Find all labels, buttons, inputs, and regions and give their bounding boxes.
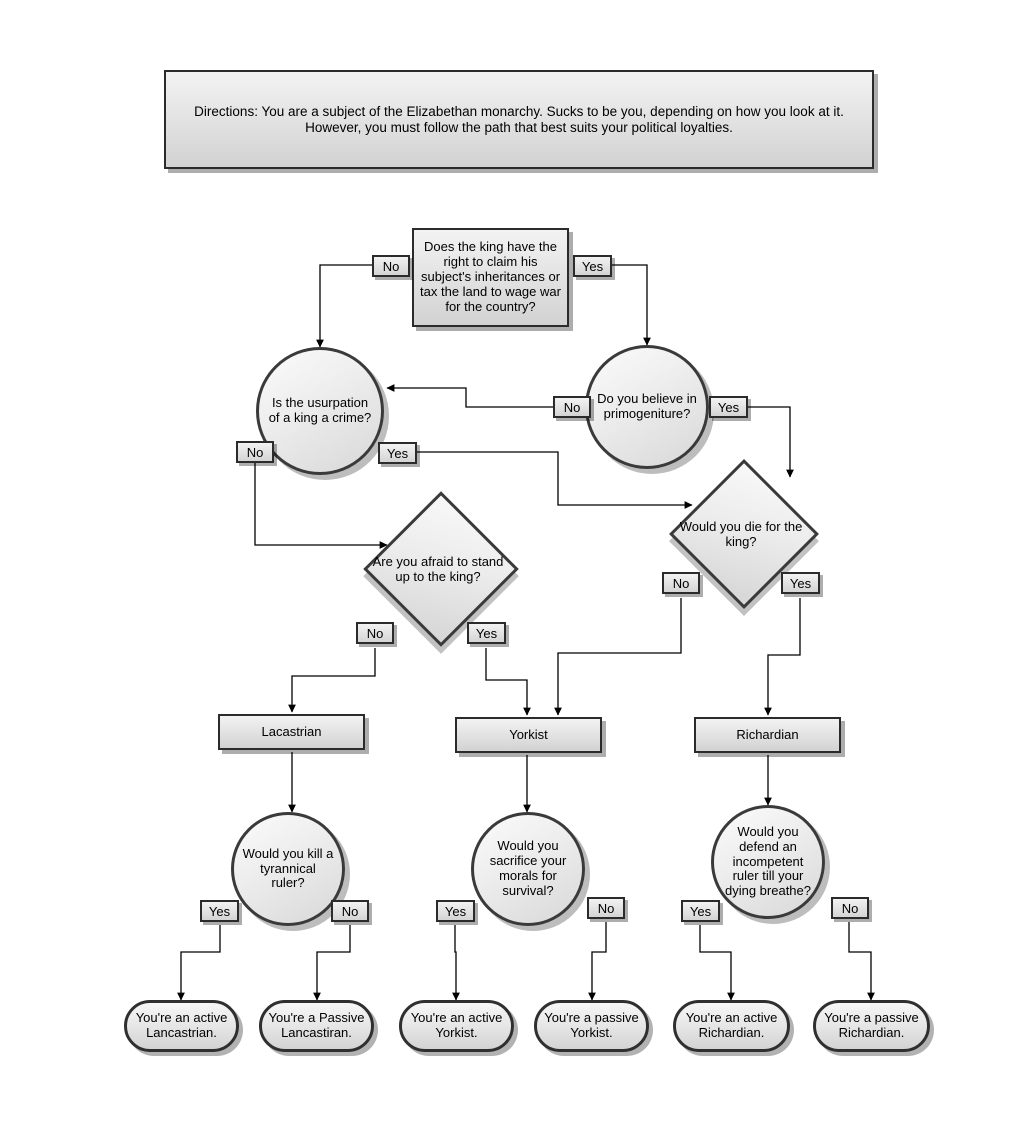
edge-label-q5-no: No — [662, 572, 700, 594]
edge-label-q2-yes-text: Yes — [386, 445, 409, 461]
edge-label-q1-yes: Yes — [573, 255, 612, 277]
edge-label-q1-no: No — [372, 255, 410, 277]
node-q1-king-rights: Does the king have the right to claim hi… — [412, 228, 569, 327]
node-terminator-passive-yorkist: You're a passive Yorkist. — [534, 1000, 649, 1052]
edge-label-q7-no-text: No — [597, 900, 615, 916]
node-q3-primogeniture: Do you believe in primogeniture? — [585, 345, 709, 469]
node-terminator-passive-yorkist-label: You're a passive Yorkist. — [544, 1010, 639, 1040]
node-q8-label: Would you defend an incompetent ruler ti… — [724, 823, 811, 899]
edge-label-q2-no-text: No — [246, 444, 264, 460]
edge-label-q3-no: No — [553, 396, 591, 418]
edge-label-q3-yes: Yes — [709, 396, 748, 418]
node-terminator-active-lancastrian-label: You're an active Lancastrian. — [135, 1010, 228, 1040]
edge-label-q2-yes: Yes — [378, 442, 417, 464]
edge-label-q3-yes-text: Yes — [717, 399, 740, 415]
edge-q8-no — [848, 922, 875, 1001]
edge-q7-yes — [452, 925, 460, 1001]
node-terminator-passive-richardian-label: You're a passive Richardian. — [824, 1010, 919, 1040]
edge-q1-yes — [612, 264, 651, 346]
node-q5-label: Would you die for the king? — [679, 519, 803, 550]
directions-text: Directions: You are a subject of the Eli… — [194, 103, 844, 135]
node-q3-label: Do you believe in primogeniture? — [597, 391, 697, 421]
edge-q5-yes — [764, 598, 801, 716]
edge-label-q4-yes-text: Yes — [475, 625, 498, 641]
edge-label-q6-no: No — [331, 900, 369, 922]
edge-label-q6-yes: Yes — [200, 900, 239, 922]
edge-q5-no — [554, 598, 682, 716]
edge-label-q5-yes-text: Yes — [789, 575, 812, 591]
edge-q8-yes — [699, 925, 735, 1001]
node-q2-label: Is the usurpation of a king a crime? — [268, 395, 372, 425]
edge-q3-no — [386, 384, 553, 408]
edge-label-q8-no-text: No — [841, 900, 859, 916]
node-q7-sacrifice-morals: Would you sacrifice your morals for surv… — [471, 812, 585, 926]
edge-q6-no — [313, 925, 351, 1001]
node-terminator-passive-lancastrian: You're a Passive Lancastiran. — [259, 1000, 374, 1052]
node-q1-label: Does the king have the right to claim hi… — [420, 239, 561, 314]
edge-q7-no — [588, 922, 607, 1001]
edge-label-q3-no-text: No — [563, 399, 581, 415]
edge-label-q1-no-text: No — [382, 258, 400, 274]
node-q6-label: Would you kill a tyrannical ruler? — [242, 845, 334, 891]
edge-label-q7-yes-text: Yes — [444, 903, 467, 919]
node-result-richardian-label: Richardian — [736, 726, 799, 742]
edge-q6-yes — [177, 925, 221, 1001]
edge-label-q7-no: No — [587, 897, 625, 919]
edge-label-q7-yes: Yes — [436, 900, 475, 922]
edge-label-q8-no: No — [831, 897, 869, 919]
edge-q1-no — [316, 264, 372, 348]
edge-label-q5-yes: Yes — [781, 572, 820, 594]
node-q8-defend-ruler: Would you defend an incompetent ruler ti… — [711, 805, 825, 919]
node-result-yorkist-label: Yorkist — [509, 726, 548, 742]
edge-label-q4-no: No — [356, 622, 394, 644]
edge-label-q6-no-text: No — [341, 903, 359, 919]
node-q6-kill-tyrant: Would you kill a tyrannical ruler? — [231, 812, 345, 926]
edge-label-q6-yes-text: Yes — [208, 903, 231, 919]
node-terminator-passive-richardian: You're a passive Richardian. — [813, 1000, 930, 1052]
directions-box: Directions: You are a subject of the Eli… — [164, 70, 874, 169]
node-q7-label: Would you sacrifice your morals for surv… — [489, 838, 567, 898]
node-terminator-active-richardian-label: You're an active Richardian. — [685, 1010, 778, 1040]
node-q5-die-for-king: Would you die for the king? — [669, 459, 819, 609]
node-terminator-active-yorkist-label: You're an active Yorkist. — [410, 1010, 503, 1040]
node-result-lacastrian-label: Lacastrian — [261, 723, 322, 739]
edge-q4-yes — [485, 648, 531, 716]
node-terminator-passive-lancastrian-label: You're a Passive Lancastiran. — [268, 1010, 365, 1040]
edge-q3-yes — [747, 406, 794, 478]
node-terminator-active-richardian: You're an active Richardian. — [673, 1000, 790, 1052]
node-q4-afraid: Are you afraid to stand up to the king? — [363, 491, 519, 647]
node-q2-usurpation: Is the usurpation of a king a crime? — [256, 347, 384, 475]
node-terminator-active-lancastrian: You're an active Lancastrian. — [124, 1000, 239, 1052]
edge-label-q2-no: No — [236, 441, 274, 463]
edge-label-q5-no-text: No — [672, 575, 690, 591]
edge-label-q4-yes: Yes — [467, 622, 506, 644]
node-terminator-active-yorkist: You're an active Yorkist. — [399, 1000, 514, 1052]
node-q4-label: Are you afraid to stand up to the king? — [372, 553, 504, 584]
edge-q4-no — [288, 648, 376, 713]
node-result-yorkist: Yorkist — [455, 717, 602, 753]
edge-label-q8-yes-text: Yes — [689, 903, 712, 919]
node-result-richardian: Richardian — [694, 717, 841, 753]
node-result-lacastrian: Lacastrian — [218, 714, 365, 750]
edge-label-q8-yes: Yes — [681, 900, 720, 922]
edge-label-q4-no-text: No — [366, 625, 384, 641]
edge-label-q1-yes-text: Yes — [581, 258, 604, 274]
